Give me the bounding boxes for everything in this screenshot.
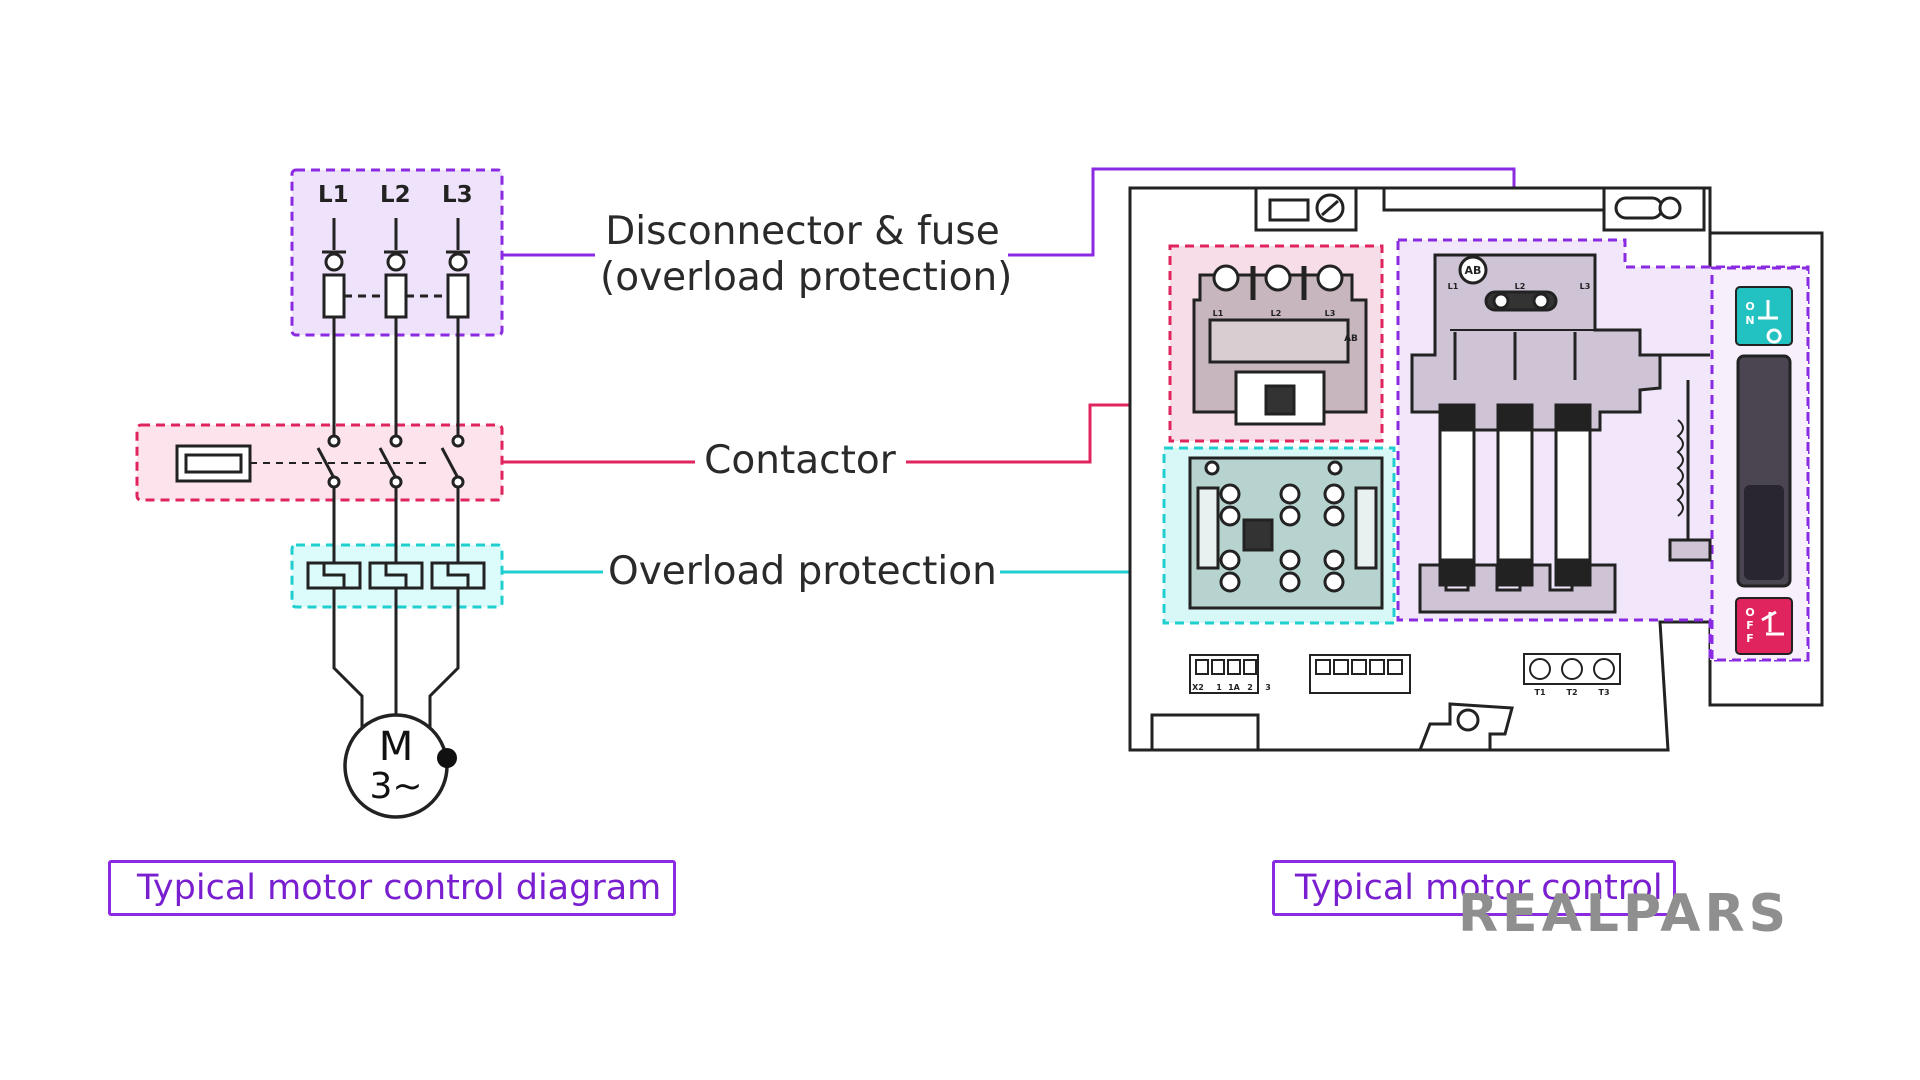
handle-on-label: O (1745, 300, 1754, 313)
terminal-a-label: 1A (1228, 683, 1241, 692)
fuse-label: L1 (1448, 282, 1459, 291)
panel-caption-text: Typical motor control (1295, 868, 1663, 908)
handle-on-label: N (1745, 314, 1754, 327)
schematic-lines (175, 218, 486, 819)
disconnector-callout: Disconnector & fuse (overload protection… (600, 209, 1013, 301)
overload-relay-device (1188, 456, 1384, 610)
terminal-block-a (1189, 654, 1411, 694)
disconnector-callout-line2: (overload protection) (600, 255, 1013, 300)
motor-phase: 3~ (369, 766, 423, 807)
handle-off-label: F (1746, 619, 1754, 632)
terminal-a-label: 1 (1216, 683, 1222, 692)
contactor-callout: Contactor (704, 438, 896, 483)
brand-badge: AB (1465, 264, 1482, 277)
terminal-b-label: T1 (1534, 688, 1545, 697)
terminal-b-label: T2 (1566, 688, 1577, 697)
fuse-label: L3 (1580, 282, 1591, 291)
overload-callout: Overload protection (608, 549, 997, 594)
fuse-label: L2 (1515, 282, 1526, 291)
contactor-device (1192, 264, 1368, 426)
schematic-caption-text: Typical motor control diagram (137, 868, 662, 908)
terminal-a-label: 3 (1265, 683, 1271, 692)
realpars-logo: REALPARS (1458, 884, 1791, 944)
contactor-label: L3 (1325, 309, 1336, 318)
terminal-a-label: X2 (1192, 683, 1204, 692)
schematic-caption: Typical motor control diagram (108, 860, 676, 916)
phase-label-l3: L3 (442, 182, 473, 208)
handle-off-label: O (1745, 606, 1754, 619)
terminal-block-b (1523, 653, 1621, 685)
disconnect-switch (1410, 253, 1712, 614)
contactor-label: L2 (1271, 309, 1282, 318)
contactor-label: L1 (1213, 309, 1224, 318)
motor-ground-dot (437, 748, 457, 768)
motor-symbol: M (378, 724, 414, 770)
terminal-a-label: 2 (1247, 683, 1253, 692)
brand-badge: AB (1344, 334, 1358, 344)
disconnector-callout-line1: Disconnector & fuse (605, 209, 1000, 254)
phase-label-l2: L2 (380, 182, 411, 208)
terminal-b-label: T3 (1598, 688, 1609, 697)
phase-label-l1: L1 (318, 182, 349, 208)
panel-caption: Typical motor control (1272, 860, 1676, 916)
handle-off-label: F (1746, 632, 1754, 645)
switch-handle[interactable] (1735, 286, 1793, 655)
